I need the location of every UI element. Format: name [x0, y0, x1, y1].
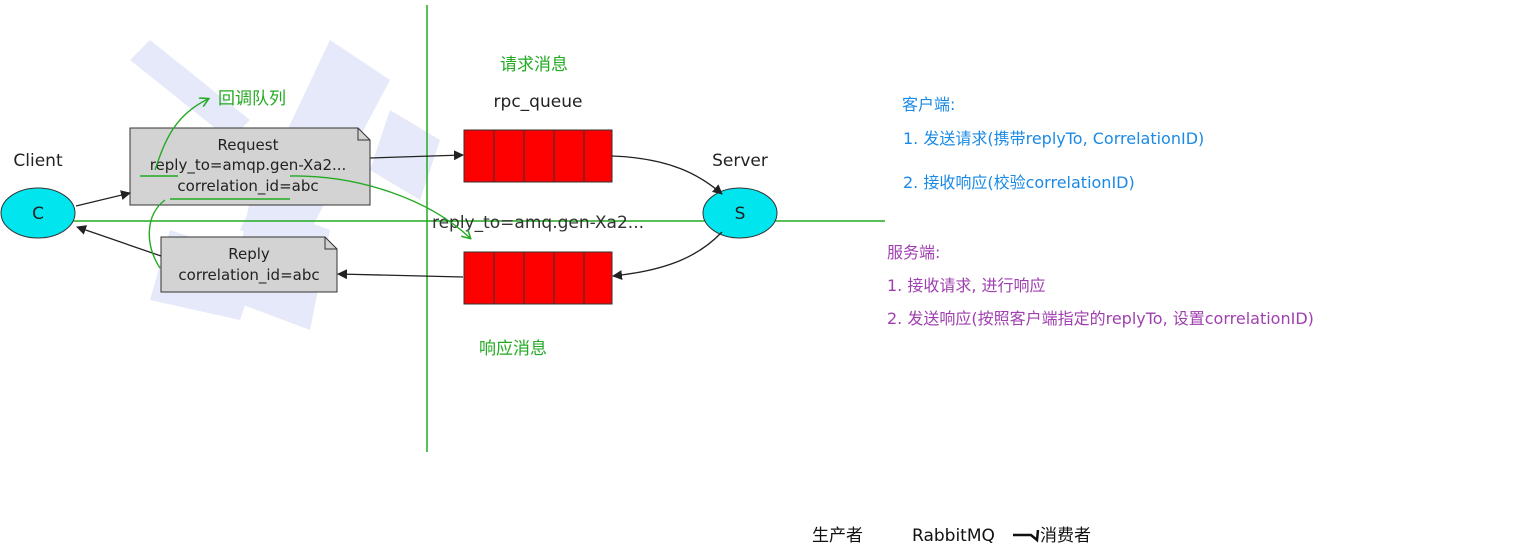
queue-to-server-arrow	[611, 155, 723, 195]
server-step-2: 2. 发送响应(按照客户端指定的replyTo, 设置correlationID…	[887, 309, 1314, 328]
reply-to-link-arrow	[289, 175, 470, 238]
footer-arrow-icon	[1013, 529, 1040, 543]
client-node	[0, 187, 76, 239]
server-to-reply-queue-arrow	[612, 231, 723, 281]
reply-box	[160, 236, 338, 293]
callback-queue-annotation: 回调队列	[218, 89, 286, 109]
response-msg-annotation: 响应消息	[479, 339, 547, 359]
callback-annotation-arrow	[154, 99, 208, 171]
request-reply-to: reply_to=amqp.gen-Xa2...	[150, 156, 347, 175]
request-title: Request	[218, 136, 279, 154]
server-label: Server	[712, 151, 768, 171]
reply-queue-to-reply-arrow	[337, 269, 464, 280]
reply-correlation-id: correlation_id=abc	[178, 266, 319, 285]
client-step-2: 2. 接收响应(校验correlationID)	[903, 173, 1135, 192]
client-title: 客户端:	[902, 95, 955, 114]
footer-broker: RabbitMQ	[912, 526, 995, 546]
server-step-1: 1. 接收请求, 进行响应	[887, 276, 1046, 295]
request-correlation-id: correlation_id=abc	[177, 177, 318, 196]
reply-title: Reply	[228, 245, 270, 263]
request-msg-annotation: 请求消息	[500, 55, 568, 75]
reply-queue	[463, 251, 613, 305]
rpc-queue-label: rpc_queue	[494, 92, 583, 112]
client-node-letter: C	[32, 204, 44, 224]
reply-to-client-arrow	[76, 225, 162, 257]
server-node-letter: S	[735, 204, 746, 224]
client-label: Client	[13, 151, 63, 171]
footer-consumer: 消费者	[1040, 526, 1091, 546]
footer-producer: 生产者	[812, 526, 863, 546]
server-title: 服务端:	[887, 243, 940, 262]
client-to-request-arrow	[75, 190, 131, 207]
client-step-1: 1. 发送请求(携带replyTo, CorrelationID)	[903, 129, 1204, 148]
request-to-queue-arrow	[369, 150, 464, 161]
reply-queue-label: reply_to=amq.gen-Xa2...	[432, 213, 644, 233]
rpc-queue	[463, 129, 613, 183]
correlation-link-curve	[148, 199, 166, 269]
server-node	[702, 187, 778, 239]
